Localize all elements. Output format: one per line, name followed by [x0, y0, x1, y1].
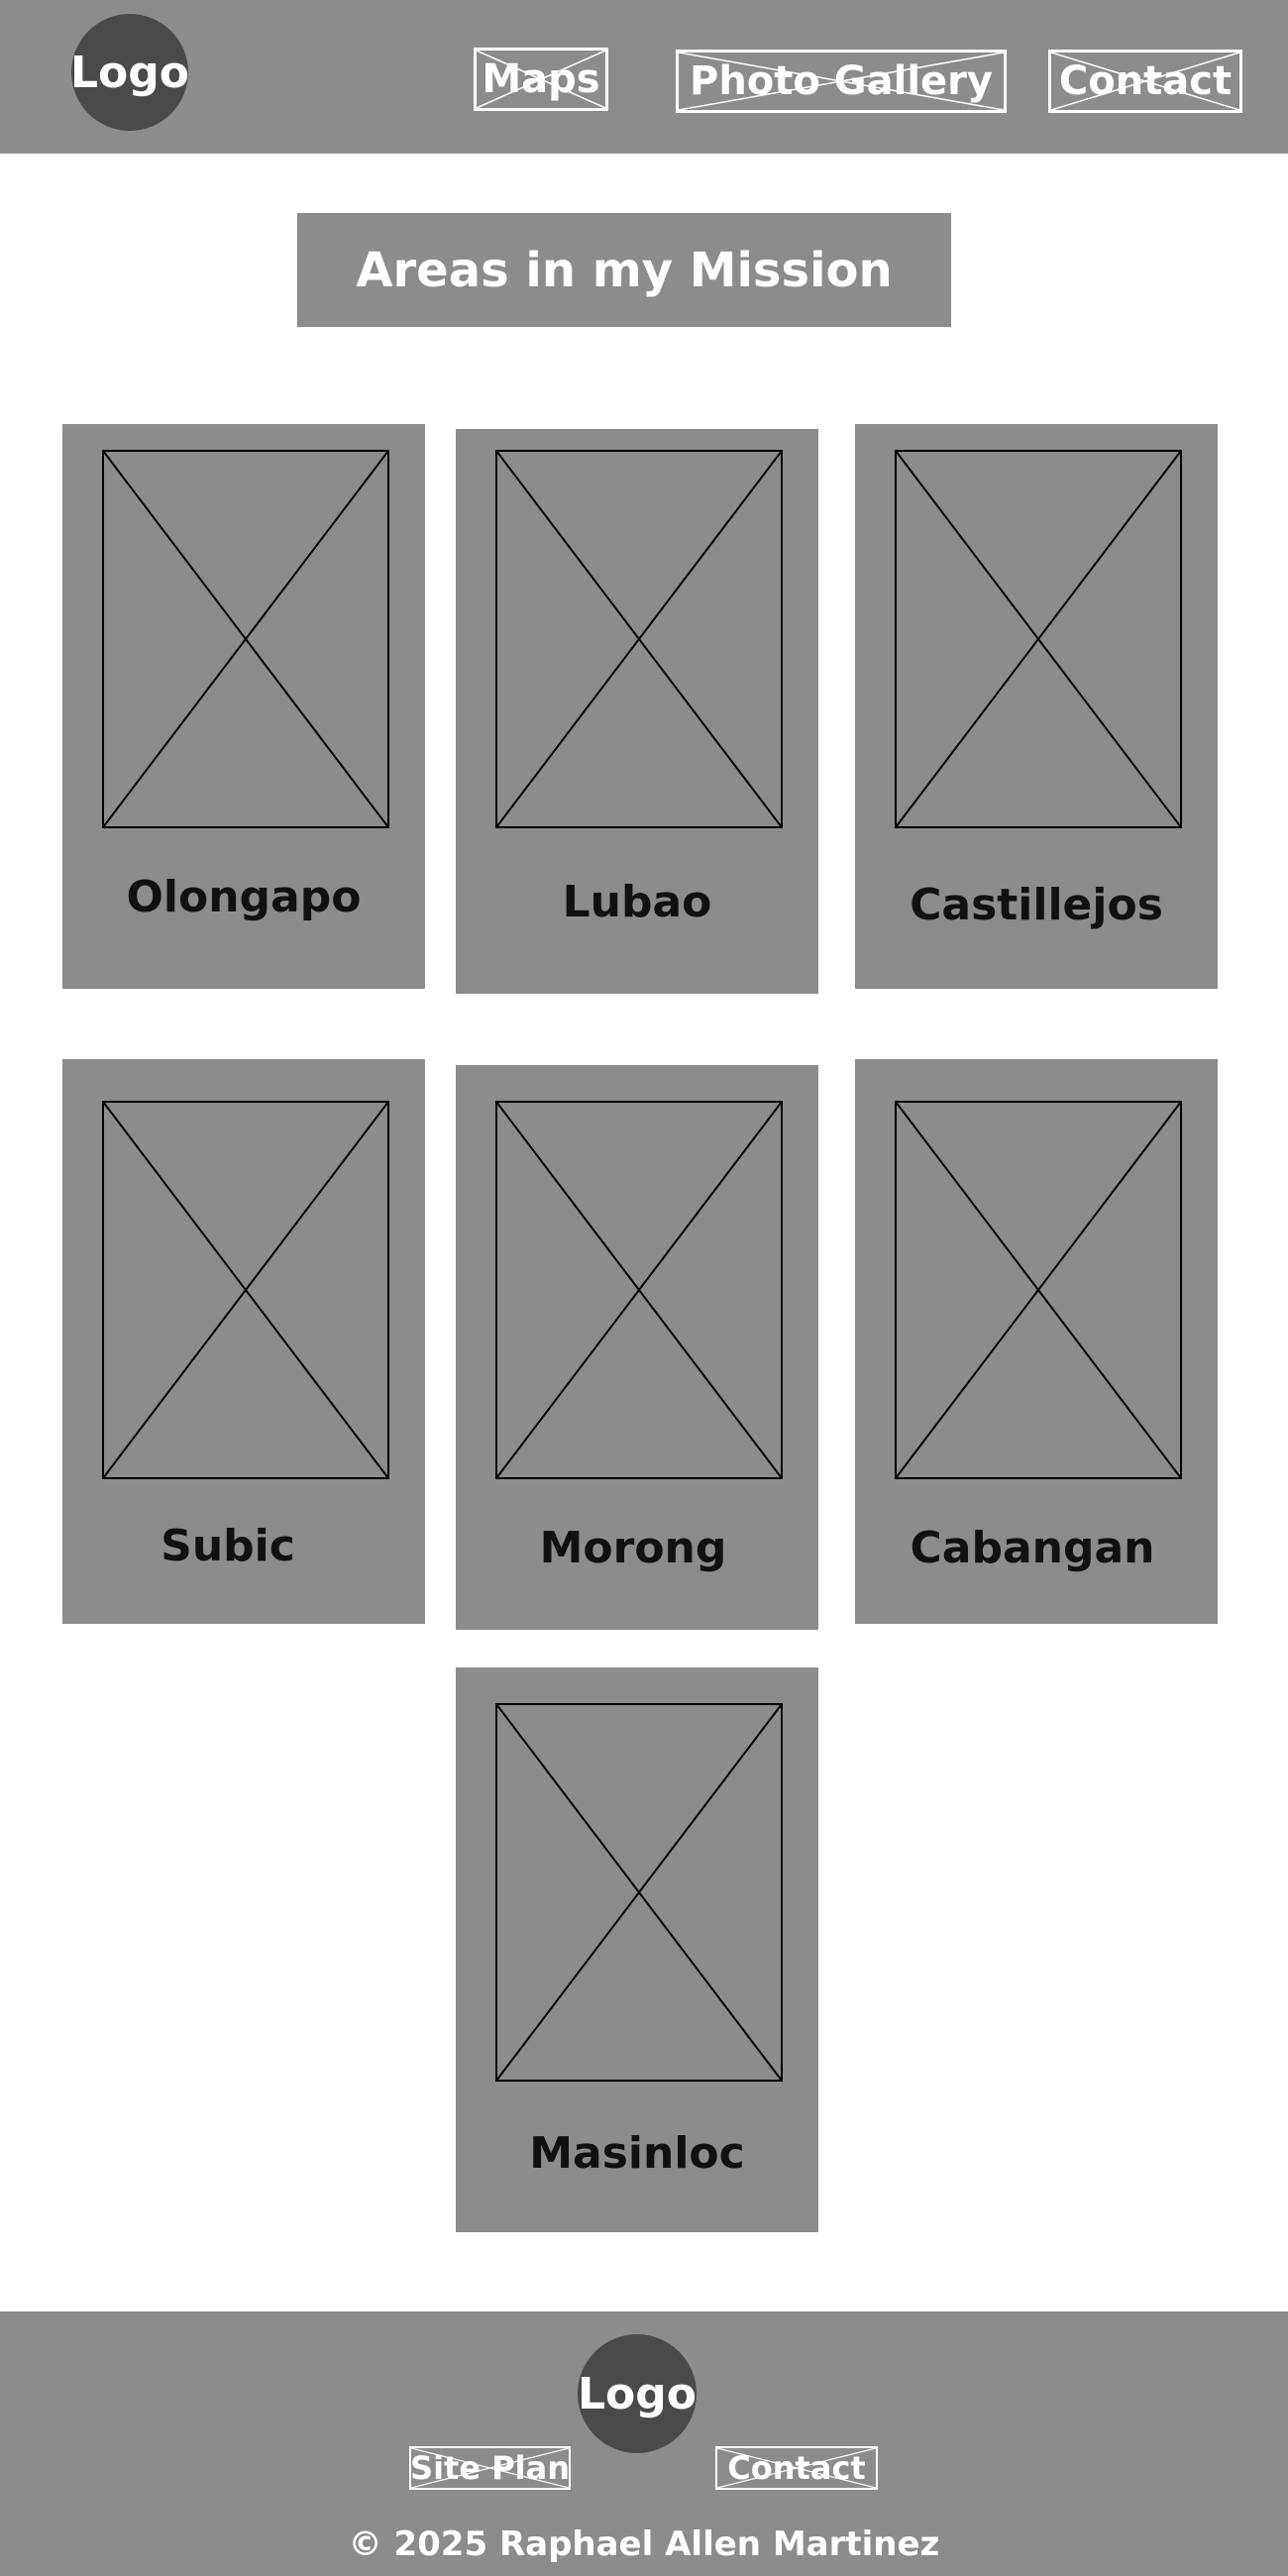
area-card-label: Castillejos	[910, 880, 1163, 930]
image-placeholder-icon	[495, 1703, 783, 2082]
footer-link-label: Contact	[727, 2449, 866, 2487]
area-card-subic[interactable]: Subic	[62, 1059, 425, 1624]
nav-link-contact[interactable]: Contact	[1048, 50, 1242, 113]
area-card-label: Morong	[539, 1523, 727, 1573]
image-placeholder-icon	[102, 450, 389, 828]
area-card-morong[interactable]: Morong	[456, 1065, 818, 1630]
footer-link-contact[interactable]: Contact	[715, 2446, 878, 2490]
site-header: Logo Maps Photo Gallery Contact	[0, 0, 1288, 154]
footer-link-site-plan[interactable]: Site Plan	[409, 2446, 571, 2490]
area-card-label: Lubao	[562, 877, 712, 927]
site-footer: Logo Site Plan Contact	[0, 2311, 1288, 2576]
page-title: Areas in my Mission	[297, 213, 951, 327]
image-placeholder-icon	[895, 1101, 1182, 1479]
image-placeholder-icon	[895, 450, 1182, 828]
area-card-lubao[interactable]: Lubao	[456, 429, 818, 994]
area-card-cabangan[interactable]: Cabangan	[855, 1059, 1218, 1624]
image-placeholder-icon	[102, 1101, 389, 1479]
nav-link-label: Photo Gallery	[690, 58, 993, 104]
image-placeholder-icon	[495, 450, 783, 828]
nav-link-label: Maps	[482, 56, 600, 102]
area-card-label: Masinloc	[529, 2128, 745, 2179]
area-card-olongapo[interactable]: Olongapo	[62, 424, 425, 989]
nav-link-maps[interactable]: Maps	[474, 48, 608, 111]
image-placeholder-icon	[495, 1101, 783, 1479]
area-card-label: Subic	[161, 1521, 295, 1571]
footer-logo[interactable]: Logo	[578, 2334, 697, 2453]
nav-link-photo-gallery[interactable]: Photo Gallery	[676, 50, 1007, 113]
area-card-castillejos[interactable]: Castillejos	[855, 424, 1218, 989]
header-logo[interactable]: Logo	[70, 14, 189, 131]
area-card-label: Cabangan	[910, 1523, 1155, 1573]
footer-link-label: Site Plan	[410, 2449, 570, 2487]
nav-link-label: Contact	[1058, 58, 1233, 104]
area-card-label: Olongapo	[126, 872, 362, 922]
area-card-masinloc[interactable]: Masinloc	[456, 1667, 818, 2232]
copyright-text: © 2025 Raphael Allen Martinez	[348, 2524, 940, 2564]
